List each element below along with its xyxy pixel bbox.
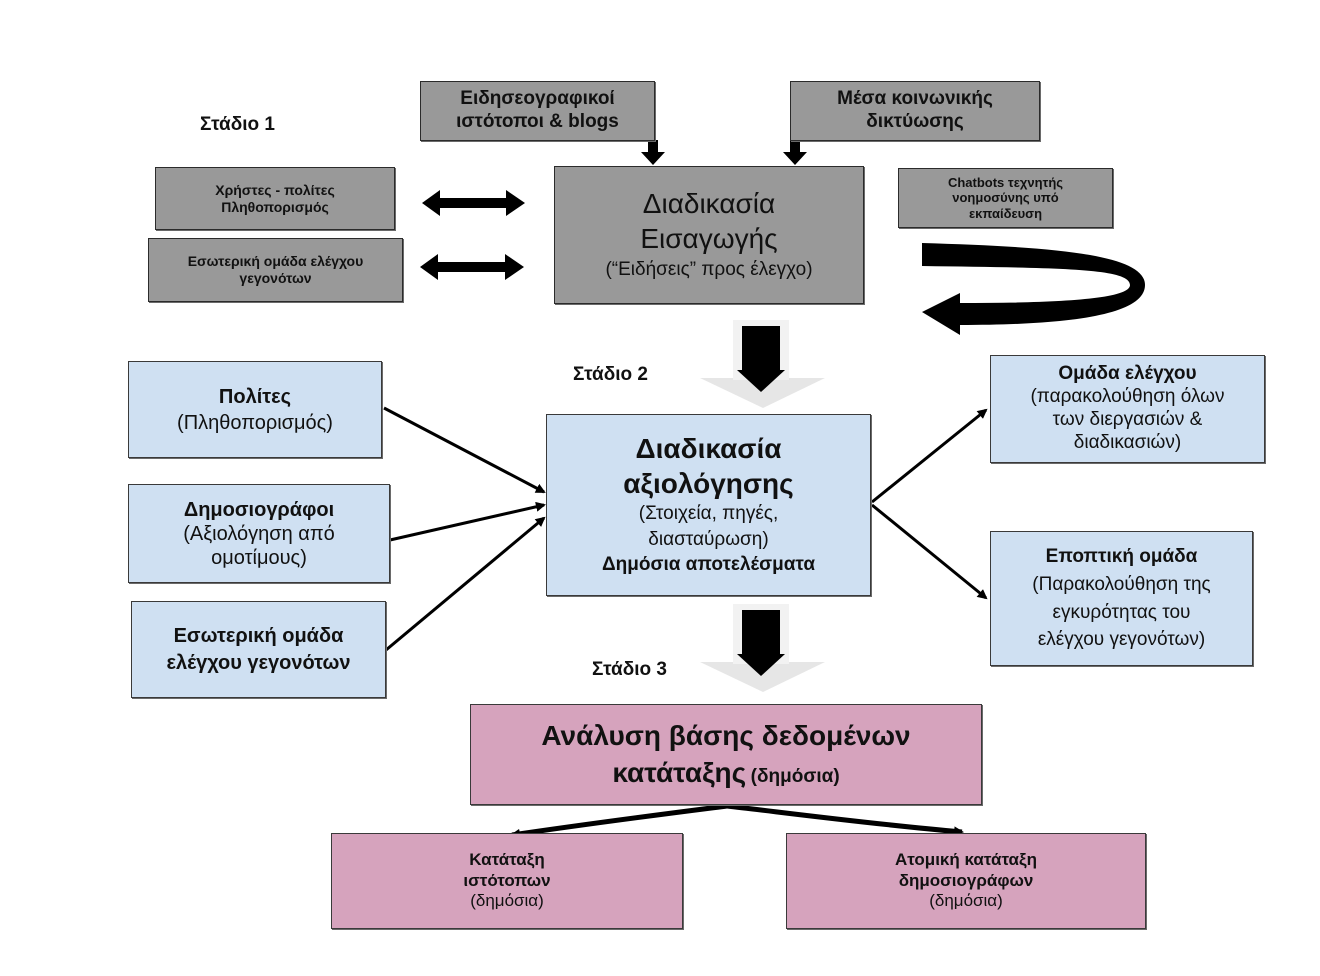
supervisory-team-box: Εποπτική ομάδα (Παρακολούθηση της εγκυρό… [990,531,1253,666]
users-line1: Χρήστες - πολίτες [215,181,335,198]
internal-team-stage1-box: Εσωτερική ομάδα ελέγχου γεγονότων [148,238,403,302]
social-media-box: Μέσα κοινωνικής δικτύωσης [790,81,1040,141]
citizens-title: Πολίτες [218,385,292,408]
journalists-rank-line1: Ατομική κατάταξη [895,850,1037,870]
social-media-line1: Μέσα κοινωνικής [837,88,993,110]
arrow-news-to-intake [641,140,665,165]
news-sites-box: Ειδησεογραφικοί ιστότοποι & blogs [420,81,655,141]
stage1-label: Στάδιο 1 [200,114,275,135]
intake-title-line2: Εισαγωγής [640,223,778,255]
arrow-social-to-intake [783,140,807,165]
evaluation-sub1: (Στοιχεία, πηγές, [638,503,779,525]
chatbots-line1: Chatbots τεχνητής [947,174,1064,190]
evaluation-sub2: διασταύρωση) [648,528,769,550]
sites-rank-line3: (δημόσια) [470,891,544,911]
supervisory-title: Εποπτική ομάδα [1045,546,1198,568]
journalists-sub1: (Αξιολόγηση από [183,522,335,545]
sites-ranking-box: Κατάταξη ιστότοπων (δημόσια) [331,833,683,929]
journalists-sub2: ομοτίμους) [211,546,307,569]
analysis-line2-sub: (δημόσια) [750,766,840,788]
sites-rank-line1: Κατάταξη [469,850,545,870]
evaluation-title-line1: Διαδικασία [635,433,782,465]
internal-team2-line1: Εσωτερική ομάδα [173,625,344,647]
arrow-internal-to-evaluation [385,516,546,652]
arrow-evaluation-to-supervisory [871,503,988,600]
sites-rank-line2: ιστότοπων [463,870,551,890]
intake-process-box: Διαδικασία Εισαγωγής (“Ειδήσεις” προς έλ… [554,166,864,304]
supervisory-sub3: ελέγχου γεγονότων) [1037,629,1206,651]
evaluation-process-box: Διαδικασία αξιολόγησης (Στοιχεία, πηγές,… [546,414,871,596]
evaluation-footer: Δημόσια αποτελέσματα [601,554,816,576]
double-arrow-internal-team [420,254,524,280]
analysis-box: Ανάλυση βάσης δεδομένων κατάταξης (δημόσ… [470,704,982,805]
arrow-evaluation-to-control [871,408,988,504]
users-box: Χρήστες - πολίτες Πληθοπορισμός [155,167,395,230]
arrow-analysis-to-sites [510,803,728,839]
citizens-box: Πολίτες (Πληθοπορισμός) [128,361,382,458]
stage2-down-arrow [700,320,825,408]
chatbots-line3: εκπαίδευση [968,205,1043,221]
stage3-down-arrow [700,604,825,692]
journalists-ranking-box: Ατομική κατάταξη δημοσιογράφων (δημόσια) [786,833,1146,929]
supervisory-sub2: εγκυρότητας του [1052,601,1191,623]
analysis-line2: κατάταξης [612,757,747,789]
control-team-box: Ομάδα ελέγχου (παρακολούθηση όλων των δι… [990,355,1265,463]
news-sites-line1: Ειδησεογραφικοί [460,88,615,110]
analysis-line1: Ανάλυση βάσης δεδομένων [541,720,911,752]
loop-arrow-chatbots [922,243,1145,335]
arrow-analysis-to-journalists [726,803,964,837]
double-arrow-users [422,190,525,216]
chatbots-box: Chatbots τεχνητής νοημοσύνης υπό εκπαίδε… [898,168,1113,228]
journalists-rank-line2: δημοσιογράφων [898,870,1034,890]
evaluation-title-line2: αξιολόγησης [623,468,794,500]
control-team-title: Ομάδα ελέγχου [1058,363,1197,385]
internal-team-line1: Εσωτερική ομάδα ελέγχου [187,253,364,270]
arrow-citizens-to-evaluation [383,406,546,494]
internal-team2-line2: ελέγχου γεγονότων [166,652,351,674]
supervisory-sub1: (Παρακολούθηση της [1032,573,1211,595]
control-team-sub2: των διεργασιών & [1052,409,1203,430]
journalists-rank-line3: (δημόσια) [929,891,1003,911]
arrow-journalists-to-evaluation [389,501,546,542]
journalists-box: Δημοσιογράφοι (Αξιολόγηση από ομοτίμους) [128,484,390,583]
users-line2: Πληθοπορισμός [221,198,329,215]
news-sites-line2: ιστότοποι & blogs [456,111,619,132]
intake-title-line1: Διαδικασία [642,187,776,219]
control-team-sub3: διαδικασιών) [1073,431,1182,453]
stage2-label: Στάδιο 2 [573,364,648,385]
control-team-sub1: (παρακολούθηση όλων [1030,386,1225,408]
stage3-label: Στάδιο 3 [592,659,667,680]
internal-team-line2: γεγονότων [239,270,312,286]
intake-subtitle: (“Ειδήσεις” προς έλεγχο) [605,258,813,280]
internal-team-stage2-box: Εσωτερική ομάδα ελέγχου γεγονότων [131,601,386,698]
social-media-line2: δικτύωσης [866,111,964,132]
journalists-title: Δημοσιογράφοι [183,498,335,521]
chatbots-line2: νοημοσύνης υπό [952,190,1059,206]
citizens-subtitle: (Πληθοπορισμός) [177,411,333,434]
